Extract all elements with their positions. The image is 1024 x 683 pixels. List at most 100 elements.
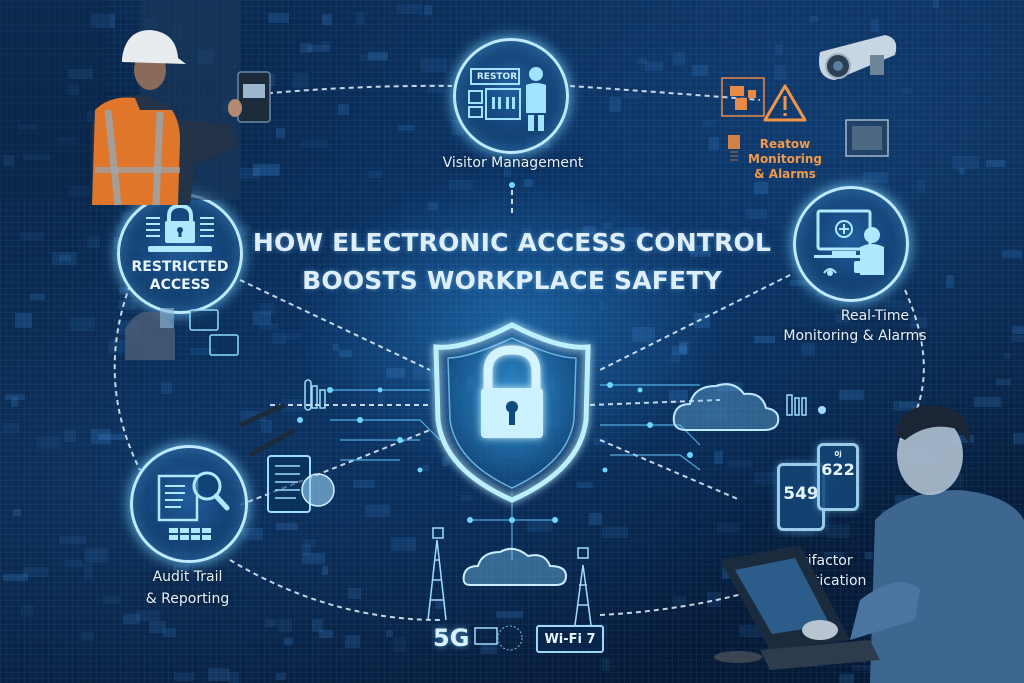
background-pixel <box>52 252 77 265</box>
background-pixel <box>68 69 93 79</box>
background-pixel <box>30 294 45 300</box>
background-pixel <box>933 0 939 8</box>
background-pixel <box>163 628 176 637</box>
background-pixel <box>791 530 813 537</box>
background-pixel <box>278 619 292 632</box>
background-pixel <box>18 124 38 130</box>
background-pixel <box>68 85 79 95</box>
background-pixel <box>13 509 21 516</box>
background-pixel <box>527 521 552 532</box>
background-pixel <box>413 367 439 380</box>
background-pixel <box>703 406 727 419</box>
background-pixel <box>532 163 546 169</box>
background-pixel <box>917 180 925 193</box>
background-pixel <box>603 223 612 229</box>
background-pixel <box>739 625 764 637</box>
background-pixel <box>268 13 289 23</box>
background-pixel <box>996 379 1011 385</box>
background-pixel <box>386 630 393 637</box>
alarm-label-line2: Monitoring <box>748 152 822 166</box>
background-pixel <box>378 393 384 403</box>
background-pixel <box>746 209 767 219</box>
audit-trail-label-line2: & Reporting <box>145 591 230 607</box>
background-pixel <box>282 399 305 412</box>
background-pixel <box>690 245 711 257</box>
background-pixel <box>946 275 954 288</box>
background-pixel <box>284 638 293 645</box>
background-pixel <box>1012 326 1024 334</box>
real-time-monitoring-label-line2: Monitoring & Alarms <box>783 328 927 344</box>
background-pixel <box>709 137 719 150</box>
background-pixel <box>292 73 309 88</box>
background-pixel <box>959 168 965 174</box>
background-pixel <box>319 630 333 638</box>
background-pixel <box>826 524 850 538</box>
background-pixel <box>208 668 229 681</box>
document-magnifier-icon <box>157 471 230 540</box>
background-pixel <box>714 451 723 464</box>
background-pixel <box>276 673 286 680</box>
mfa-code-1: 549 <box>783 484 819 504</box>
background-pixel <box>122 212 132 224</box>
background-pixel <box>37 436 60 449</box>
background-pixel <box>361 55 387 61</box>
background-pixel <box>261 420 272 433</box>
background-pixel <box>20 232 44 240</box>
background-pixel <box>623 93 642 99</box>
background-pixel <box>391 537 416 551</box>
background-pixel <box>84 564 93 579</box>
background-pixel <box>810 16 818 22</box>
background-pixel <box>871 19 879 32</box>
background-pixel <box>790 280 813 286</box>
background-pixel <box>286 333 302 339</box>
background-pixel <box>671 353 680 363</box>
background-pixel <box>15 313 32 328</box>
visitor-management-circle: RESTOR <box>453 38 569 154</box>
background-pixel <box>577 482 593 488</box>
background-pixel <box>23 154 50 160</box>
mfa-code-2: 622 <box>821 460 855 479</box>
background-pixel <box>276 523 298 530</box>
background-pixel <box>386 368 405 378</box>
real-time-monitoring-circle <box>793 186 909 302</box>
background-pixel <box>602 658 610 671</box>
background-pixel <box>64 560 83 567</box>
background-pixel <box>774 65 786 80</box>
background-pixel <box>87 236 100 248</box>
background-pixel <box>149 621 166 633</box>
background-pixel <box>428 202 438 210</box>
background-pixel <box>265 619 276 627</box>
real-time-monitoring-label-line1: Real-Time <box>840 308 910 324</box>
background-pixel <box>393 637 406 652</box>
background-pixel <box>81 632 94 641</box>
alarm-label-line3: & Alarms <box>754 167 816 181</box>
background-pixel <box>593 438 608 445</box>
background-pixel <box>302 140 328 147</box>
mfa-phone-2-top: 0j <box>834 450 842 458</box>
background-pixel <box>338 104 349 115</box>
background-pixel <box>241 411 266 421</box>
background-pixel <box>679 343 687 353</box>
background-pixel <box>1004 353 1010 359</box>
background-pixel <box>119 287 128 294</box>
background-pixel <box>3 423 19 433</box>
background-pixel <box>322 14 332 25</box>
background-pixel <box>398 125 415 131</box>
background-pixel <box>300 43 312 53</box>
background-pixel <box>952 435 974 443</box>
background-pixel <box>632 327 655 342</box>
background-pixel <box>1013 433 1024 444</box>
background-pixel <box>260 303 275 315</box>
cell-tower-icon-right <box>574 547 592 626</box>
background-pixel <box>583 226 596 235</box>
background-pixel <box>599 301 605 310</box>
visitor-kiosk-icon <box>468 67 546 131</box>
background-pixel <box>253 311 271 325</box>
background-pixel <box>589 513 602 525</box>
